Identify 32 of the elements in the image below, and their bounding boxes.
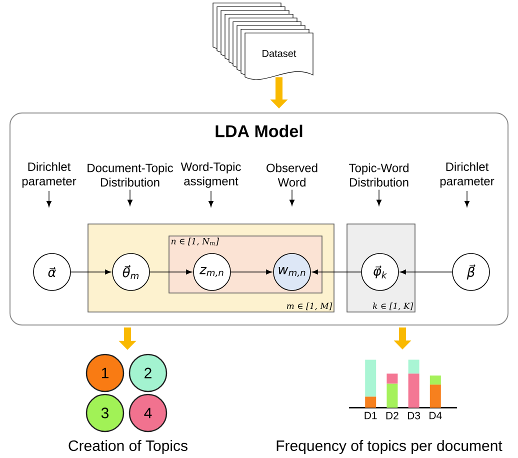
arrow bbox=[230, 270, 272, 274]
arrow bbox=[46, 190, 52, 207]
annotation-label: Topic-Word Distribution bbox=[349, 163, 408, 187]
arrow bbox=[128, 189, 132, 206]
bar bbox=[430, 384, 441, 408]
arrow bbox=[376, 189, 382, 206]
bar bbox=[386, 384, 398, 408]
bar bbox=[430, 376, 441, 385]
bar bbox=[365, 396, 376, 408]
arrow bbox=[312, 270, 362, 274]
bar bbox=[386, 374, 398, 384]
annotation-label: Observed Word bbox=[266, 163, 318, 187]
arrow bbox=[150, 270, 192, 274]
annotation-label: Word-Topic assigment bbox=[180, 162, 241, 188]
caption: Frequency of topics per document bbox=[276, 440, 502, 454]
annotation-label: Document-Topic Distribution bbox=[88, 163, 174, 187]
bar bbox=[365, 360, 376, 397]
arrow bbox=[464, 190, 470, 207]
document-stack: Dataset bbox=[212, 2, 314, 80]
arrow bbox=[290, 189, 294, 206]
arrow bbox=[208, 190, 214, 207]
bar bbox=[408, 360, 420, 374]
arrow bbox=[400, 270, 452, 274]
annotation-label: Dirichlet parameter bbox=[22, 162, 76, 188]
bar bbox=[408, 374, 420, 408]
annotation-label: Dirichlet parameter bbox=[440, 162, 494, 188]
x-tick-label: D4 bbox=[430, 412, 442, 420]
caption: Creation of Topics bbox=[68, 440, 188, 454]
x-tick-label: D1 bbox=[364, 412, 377, 420]
arrow bbox=[70, 270, 112, 274]
x-tick-label: D3 bbox=[408, 412, 420, 420]
x-tick-label: D2 bbox=[386, 412, 398, 420]
